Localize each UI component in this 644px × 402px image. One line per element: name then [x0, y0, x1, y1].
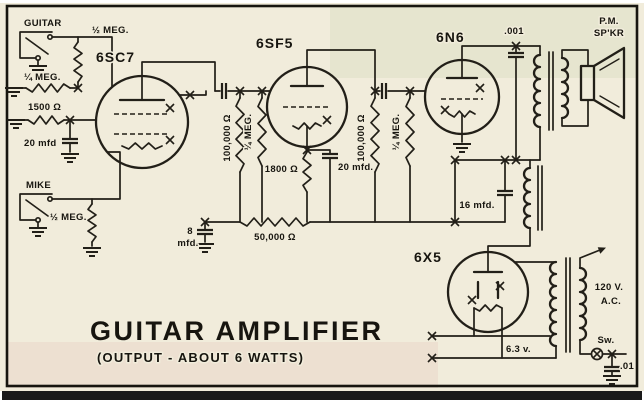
coupling-stage-1: 100,000 Ω ¼ MEG.	[214, 81, 271, 223]
ot-secondary-leads	[561, 49, 589, 127]
ac-line-bottom	[579, 339, 592, 355]
c16mfd-label: 16 mfd.	[459, 200, 494, 211]
pt-secondary-leads	[514, 261, 557, 359]
tube-6n6: 6N6	[423, 28, 541, 153]
tube4-label: 6X5	[414, 249, 442, 265]
c8mfd-label-1: 8	[187, 226, 193, 237]
r100k-b-label: 100,000 Ω	[356, 114, 367, 161]
tube1-grids	[114, 113, 170, 135]
guitar-label: GUITAR	[24, 18, 62, 29]
cathode-network-1: 1500 Ω 20 mfd	[6, 101, 97, 163]
guitar-wire	[51, 36, 113, 88]
schematic-border	[5, 4, 639, 388]
bplus-wires	[454, 159, 541, 223]
c20mfd-a-label: 20 mfd	[24, 138, 56, 149]
photo-bottom-edge	[2, 391, 642, 400]
ac-label-1: 120 V.	[595, 282, 623, 293]
pt-secondary-coil	[548, 260, 558, 348]
half-meg-mike-resistor	[87, 203, 97, 243]
c01-label: .01	[620, 361, 635, 372]
tube3-label: 6N6	[436, 29, 465, 45]
ac-line-top	[579, 249, 601, 269]
speaker-label-2: SP'KR	[594, 28, 624, 39]
coupling-stage-2: 100,000 Ω ¼ MEG.	[355, 81, 426, 223]
ac-label-2: A.C.	[601, 296, 621, 307]
r100k-b-resistor	[370, 97, 380, 173]
r1500-label: 1500 Ω	[28, 102, 61, 113]
rquarter-b-label: ¼ MEG.	[391, 114, 402, 151]
tube1-cathode	[121, 142, 163, 150]
heater-label: 6.3 v.	[506, 344, 531, 355]
r1800-resistor	[302, 151, 312, 193]
tube2-plate-wire	[306, 49, 376, 92]
pt-core	[565, 257, 571, 353]
ac-arrow-icon	[597, 247, 606, 254]
tube1-plate-wire	[141, 61, 216, 101]
filter-section: 50,000 Ω 8 mfd. 16 mfd.	[176, 155, 543, 253]
tube-6sc7: 6SC7	[95, 48, 216, 170]
half-meg-resistor	[73, 41, 83, 83]
half-meg-mike-label: ½ MEG.	[50, 212, 87, 223]
rquarter-a-resistor	[257, 97, 267, 167]
choke-leads	[487, 159, 531, 253]
half-meg-guitar-label: ½ MEG.	[92, 25, 129, 36]
title-block: GUITAR AMPLIFIER (OUTPUT - ABOUT 6 WATTS…	[89, 315, 383, 367]
choke-coil	[522, 166, 532, 230]
rquarter-a-label: ¼ MEG.	[243, 114, 254, 151]
speaker-label-1: P.M.	[599, 16, 619, 27]
mike-label: MIKE	[26, 180, 51, 191]
r50k-resistor	[239, 217, 311, 227]
ot-secondary-coil	[560, 56, 570, 120]
heater-wires	[431, 335, 557, 359]
tube2-label: 6SF5	[256, 35, 293, 51]
schematic-title: GUITAR AMPLIFIER	[90, 316, 383, 346]
r50k-label: 50,000 Ω	[254, 232, 296, 243]
tube1-label: 6SC7	[96, 49, 135, 65]
c8mfd-label-2: mfd.	[177, 238, 198, 249]
mike-input: MIKE ½ MEG.	[19, 151, 121, 257]
r100k-a-label: 100,000 Ω	[222, 114, 233, 161]
mike-jack-icon	[19, 193, 54, 229]
tube4-filament-leads	[473, 307, 503, 359]
mike-wire	[51, 151, 121, 200]
guitar-input: GUITAR ½ MEG. ¼ MEG.	[4, 17, 130, 97]
tube1-side-wire	[178, 90, 207, 96]
tube-6sf5: 6SF5 1800 Ω 20 mfd.	[255, 34, 376, 223]
quarter-meg-input-label: ¼ MEG.	[24, 72, 61, 83]
r100k-a-resistor	[235, 97, 245, 173]
pt-primary-coil	[578, 266, 588, 342]
schematic-subtitle: (OUTPUT - ABOUT 6 WATTS)	[97, 350, 304, 365]
c20mfd-b-label: 20 mfd.	[338, 162, 373, 173]
guitar-jack-icon	[19, 31, 54, 67]
power-section: 120 V. A.C. Sw. .01	[514, 247, 636, 385]
speaker-icon	[579, 46, 626, 120]
c001-label: .001	[504, 26, 524, 37]
rquarter-b-resistor	[405, 97, 415, 167]
ot-core	[548, 51, 554, 131]
rectifier-section: 6X5 6.3 v.	[413, 248, 557, 363]
switch-label: Sw.	[598, 335, 615, 346]
quarter-meg-resistor	[25, 83, 71, 93]
tube4-filament	[473, 304, 503, 312]
output-section: .001 P.M. SP'KR	[503, 15, 626, 165]
r1500-resistor	[27, 115, 65, 125]
tube3-plate-wire	[461, 45, 541, 79]
choke-core	[537, 165, 543, 231]
ot-primary-coil	[532, 53, 542, 129]
r1800-label: 1800 Ω	[265, 164, 298, 175]
